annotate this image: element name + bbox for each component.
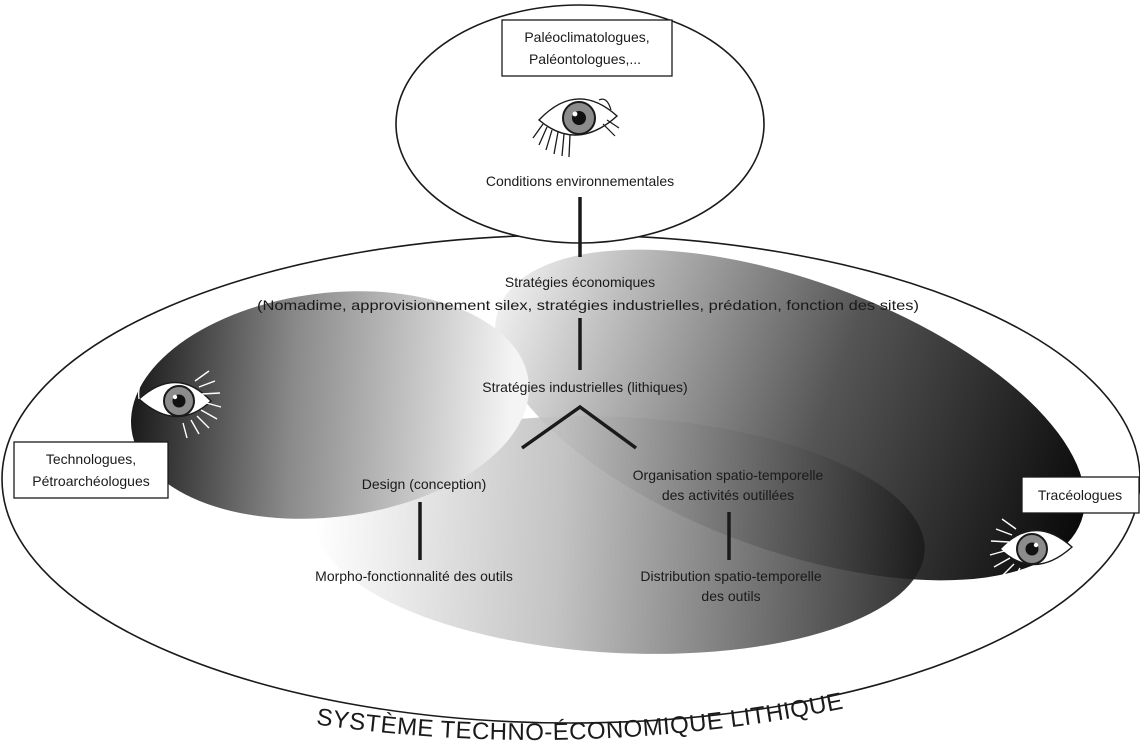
tracologists-label: Tracéologues xyxy=(1038,487,1122,503)
technologists-line2: Pétroarchéologues xyxy=(32,473,150,489)
economic-strategies-detail: (Nomadime, approvisionnement silex, stra… xyxy=(257,297,919,313)
eye-icon xyxy=(989,518,1074,587)
paleo-box-line1: Paléoclimatologues, xyxy=(524,29,649,45)
environment-label: Conditions environnementales xyxy=(486,173,674,189)
morpho-label: Morpho-fonctionnalité des outils xyxy=(315,568,513,584)
eye-icon xyxy=(532,98,620,158)
paleo-box xyxy=(501,19,673,77)
organisation-line2: des activités outillées xyxy=(662,487,794,503)
distribution-line2: des outils xyxy=(701,588,760,604)
design-label: Design (conception) xyxy=(362,476,487,492)
technology-zone xyxy=(131,291,529,519)
system-title: SYSTÈME TECHNO-ÉCONOMIQUE LITHIQUE xyxy=(315,688,846,746)
connector-branch xyxy=(520,404,638,450)
industrial-strategies-label: Stratégies industrielles (lithiques) xyxy=(482,379,687,395)
system-title-path: SYSTÈME TECHNO-ÉCONOMIQUE LITHIQUE xyxy=(315,688,845,746)
technologists-box xyxy=(13,441,169,499)
tool-zone xyxy=(315,416,925,654)
paleo-box-line2: Paléontologues,... xyxy=(529,51,641,67)
distribution-line1: Distribution spatio-temporelle xyxy=(640,568,822,584)
tracology-zone xyxy=(495,249,1085,581)
economic-strategies-title: Stratégies économiques xyxy=(505,274,655,290)
tracologists-box xyxy=(1021,476,1140,514)
technologists-line1: Technologues, xyxy=(46,451,136,467)
eye-icon xyxy=(137,370,222,439)
organisation-line1: Organisation spatio-temporelle xyxy=(633,467,824,483)
